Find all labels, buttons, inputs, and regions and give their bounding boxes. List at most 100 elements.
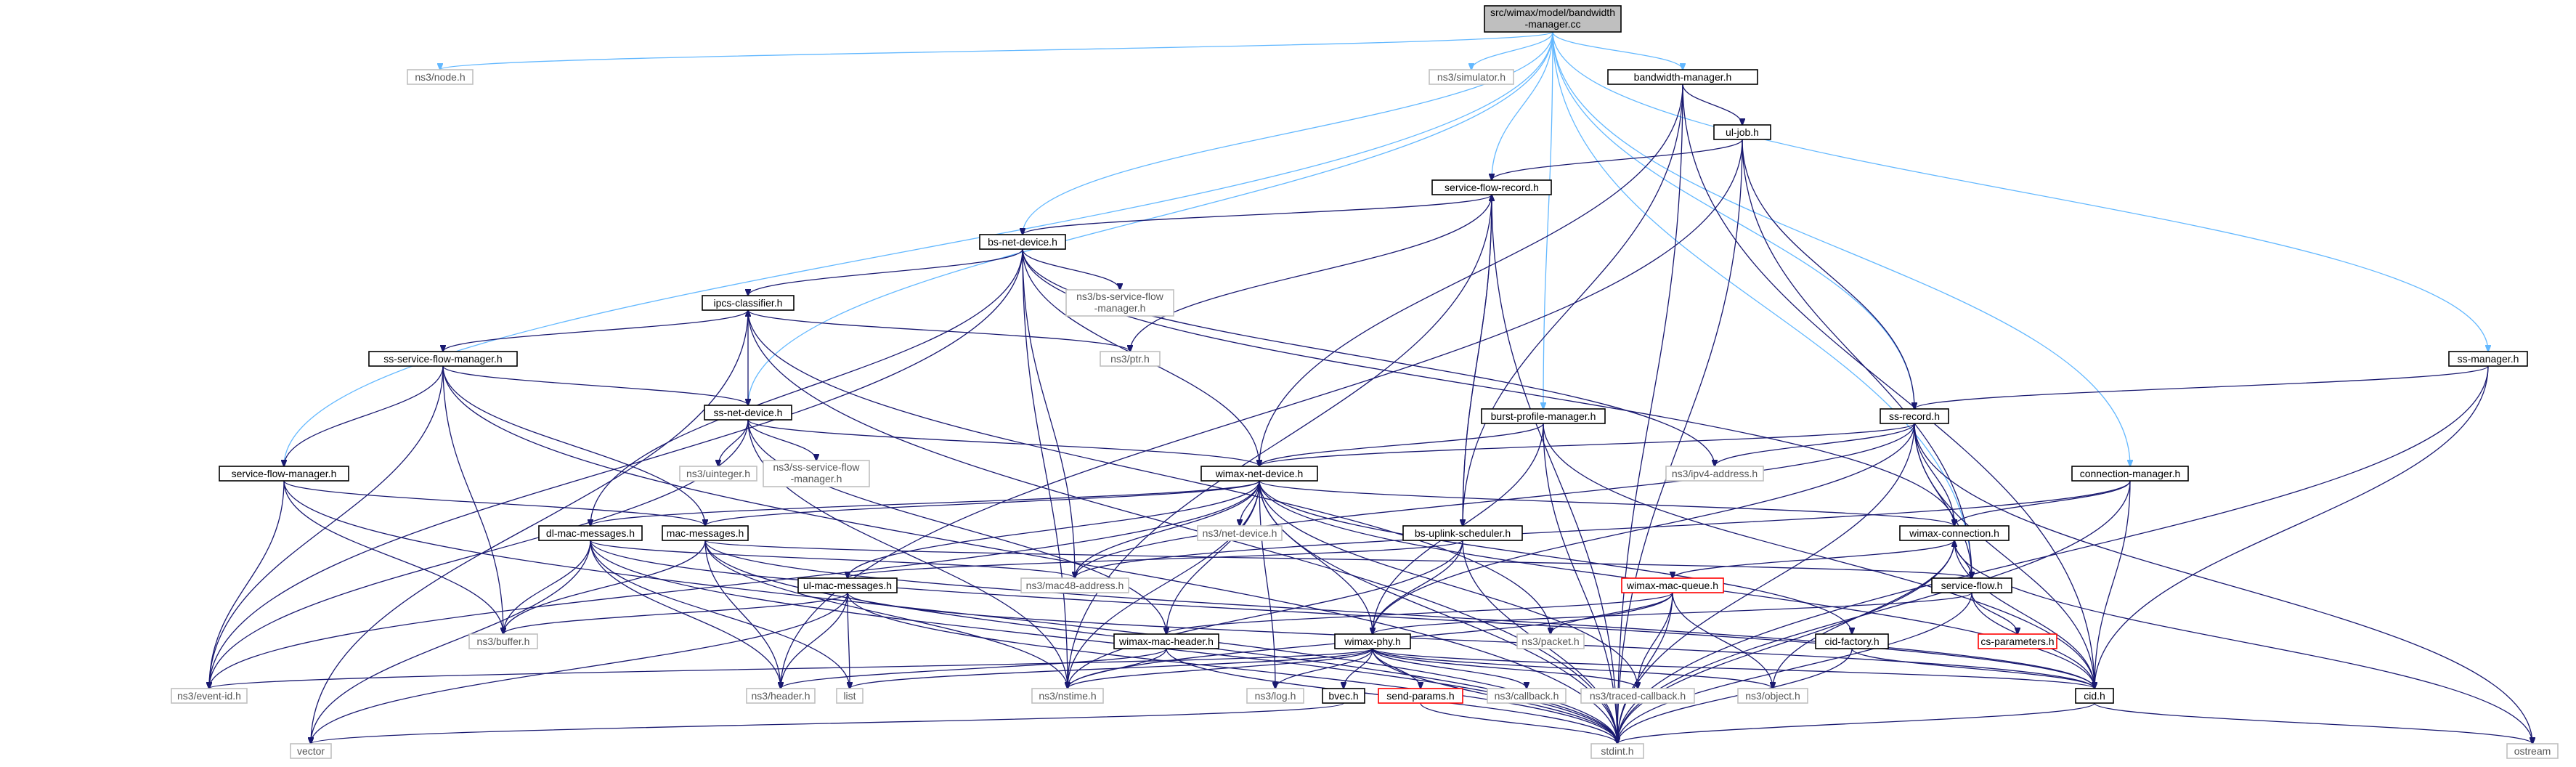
- node-box: [1378, 688, 1463, 704]
- edge-ss_service_flow_manager_h-to-mac_messages_h: [442, 365, 705, 526]
- node-label: stdint.h: [1601, 745, 1633, 757]
- node-cid-h[interactable]: cid.h: [2075, 688, 2114, 704]
- node-vector: vector: [290, 743, 332, 759]
- edge-ul_mac_messages_h-to-buffer_h: [503, 592, 848, 634]
- node-ss-manager-h[interactable]: ss-manager.h: [2448, 351, 2528, 367]
- node-service-flow-manager-h[interactable]: service-flow-manager.h: [219, 466, 349, 482]
- node-box: [679, 466, 757, 482]
- node-uinteger-h: ns3/uinteger.h: [679, 466, 757, 482]
- node-label: ns3/ptr.h: [1110, 353, 1150, 365]
- edge-wimax_net_device_h-to-dl_mac_messages_h: [590, 480, 1260, 526]
- node-bandwidth-manager-h[interactable]: bandwidth-manager.h: [1607, 69, 1758, 85]
- node-label: ns3/object.h: [1745, 690, 1800, 702]
- node-ipv4-address-h: ns3/ipv4-address.h: [1665, 466, 1764, 482]
- node-mac-messages-h[interactable]: mac-messages.h: [662, 525, 749, 541]
- node-box: [1815, 633, 1889, 649]
- node-ss-record-h[interactable]: ss-record.h: [1880, 408, 1949, 424]
- edge-ul_mac_messages_h-to-vector: [311, 592, 848, 744]
- node-box: [2075, 688, 2114, 704]
- edge-bs_uplink_scheduler_h-to-nstime_h: [1068, 540, 1463, 689]
- edge-root-to-ss_net_device_h: [748, 31, 1553, 405]
- node-callback-h: ns3/callback.h: [1487, 688, 1567, 704]
- node-bvec-h[interactable]: bvec.h: [1322, 688, 1365, 704]
- node-box: [746, 688, 816, 704]
- node-traced-callback-h: ns3/traced-callback.h: [1580, 688, 1695, 704]
- node-label: ss-manager.h: [2458, 353, 2519, 365]
- node-root[interactable]: src/wimax/model/bandwidth-manager.cc: [1484, 5, 1622, 33]
- node-label: bvec.h: [1328, 690, 1358, 702]
- edge-ss_service_flow_manager_h-to-stdint_h: [442, 365, 1617, 744]
- node-box: [1429, 69, 1514, 85]
- edge-wimax_net_device_h-to-traced_callback_h: [1259, 480, 1638, 689]
- edge-ul_mac_messages_h-to-cid_h: [847, 592, 2094, 689]
- node-label: ostream: [2514, 745, 2551, 757]
- edge-dl_mac_messages_h-to-buffer_h: [503, 540, 591, 634]
- node-label: cs-parameters.h: [1980, 636, 2054, 647]
- node-label: -manager.cc: [1524, 18, 1580, 30]
- node-label: ns3/bs-service-flow: [1076, 291, 1164, 302]
- node-connection-manager-h[interactable]: connection-manager.h: [2071, 466, 2189, 482]
- node-service-flow-record-h[interactable]: service-flow-record.h: [1431, 179, 1552, 195]
- edge-root-to-bs_net_device_h: [1023, 31, 1553, 235]
- edge-root-to-connection_manager_h: [1552, 31, 2130, 466]
- edge-root-to-bandwidth_manager_h: [1552, 31, 1683, 70]
- edge-wimax_mac_queue_h-to-wimax_mac_header_h: [1166, 592, 1673, 634]
- node-label: ns3/traced-callback.h: [1590, 690, 1686, 702]
- node-label: ns3/callback.h: [1495, 690, 1559, 702]
- node-ul-job-h[interactable]: ul-job.h: [1713, 124, 1771, 140]
- node-ss-net-device-h[interactable]: ss-net-device.h: [704, 405, 792, 421]
- node-box: [538, 525, 643, 541]
- edge-ss_manager_h-to-stdint_h: [1617, 365, 2489, 744]
- node-ss-service-flow-manager-h[interactable]: ss-service-flow-manager.h: [368, 351, 518, 367]
- edge-bandwidth_manager_h-to-bs_uplink_scheduler_h: [1463, 84, 1683, 526]
- node-label: ns3/buffer.h: [477, 636, 530, 647]
- node-box: [1978, 633, 2057, 649]
- node-wimax-net-device-h[interactable]: wimax-net-device.h: [1200, 466, 1318, 482]
- edge-dl_mac_messages_h-to-header_h: [590, 540, 781, 689]
- edge-dl_mac_messages_h-to-mac48_address_h: [590, 540, 1075, 578]
- node-label: service-flow.h: [1941, 580, 2003, 591]
- node-cid-factory-h[interactable]: cid-factory.h: [1815, 633, 1889, 649]
- node-label: ns3/uinteger.h: [686, 468, 750, 479]
- node-wimax-phy-h[interactable]: wimax-phy.h: [1334, 633, 1411, 649]
- edge-wimax_mac_queue_h-to-object_h: [1672, 592, 1773, 689]
- node-box: [1246, 688, 1304, 704]
- node-ul-mac-messages-h[interactable]: ul-mac-messages.h: [797, 577, 898, 593]
- edge-wimax_phy_h-to-cid_h: [1372, 648, 2094, 689]
- node-label: ns3/header.h: [752, 690, 810, 702]
- node-cs-parameters-h: cs-parameters.h: [1978, 633, 2057, 649]
- node-box: [1031, 688, 1104, 704]
- node-service-flow-h[interactable]: service-flow.h: [1931, 577, 2012, 593]
- node-box: [763, 460, 870, 487]
- node-box: [368, 351, 518, 367]
- node-burst-profile-manager-h[interactable]: burst-profile-manager.h: [1481, 408, 1606, 424]
- node-box: [979, 234, 1066, 250]
- node-box: [1621, 577, 1724, 593]
- node-label: ul-mac-messages.h: [803, 580, 892, 591]
- edge-bs_net_device_h-to-event_id_h: [209, 248, 1023, 689]
- edge-bs_uplink_scheduler_h-to-ul_mac_messages_h: [848, 540, 1463, 578]
- edge-bs_net_device_h-to-nstime_h: [1022, 248, 1068, 689]
- node-wimax-connection-h[interactable]: wimax-connection.h: [1899, 525, 2010, 541]
- node-label: wimax-mac-header.h: [1118, 636, 1214, 647]
- node-bs-net-device-h[interactable]: bs-net-device.h: [979, 234, 1066, 250]
- edge-ss_record_h-to-wimax_phy_h: [1373, 423, 1915, 634]
- node-label: ns3/net-device.h: [1203, 527, 1277, 539]
- node-ipcs-classifier-h[interactable]: ipcs-classifier.h: [702, 295, 795, 311]
- node-bs-uplink-scheduler-h[interactable]: bs-uplink-scheduler.h: [1402, 525, 1523, 541]
- edge-service_flow_h-to-stdint_h: [1617, 592, 1972, 744]
- node-wimax-mac-header-h[interactable]: wimax-mac-header.h: [1113, 633, 1219, 649]
- edge-wimax_net_device_h-to-mac_messages_h: [705, 480, 1260, 526]
- edge-service_flow_h-to-cs_parameters_h: [1971, 592, 2018, 634]
- edge-root-to-ss_manager_h: [1552, 31, 2488, 352]
- node-box: [1580, 688, 1695, 704]
- node-label: ns3/mac48-address.h: [1026, 580, 1124, 591]
- edge-ss_record_h-to-ipv4_address_h: [1715, 423, 1915, 466]
- edge-service_flow_record_h-to-bs_net_device_h: [1023, 194, 1492, 235]
- node-dl-mac-messages-h[interactable]: dl-mac-messages.h: [538, 525, 643, 541]
- node-label: connection-manager.h: [2080, 468, 2181, 479]
- edge-ss_record_h-to-service_flow_h: [1914, 423, 1972, 578]
- edge-send_params_h-to-stdint_h: [1420, 702, 1617, 744]
- edge-root-to-burst_profile_manager_h: [1543, 31, 1553, 409]
